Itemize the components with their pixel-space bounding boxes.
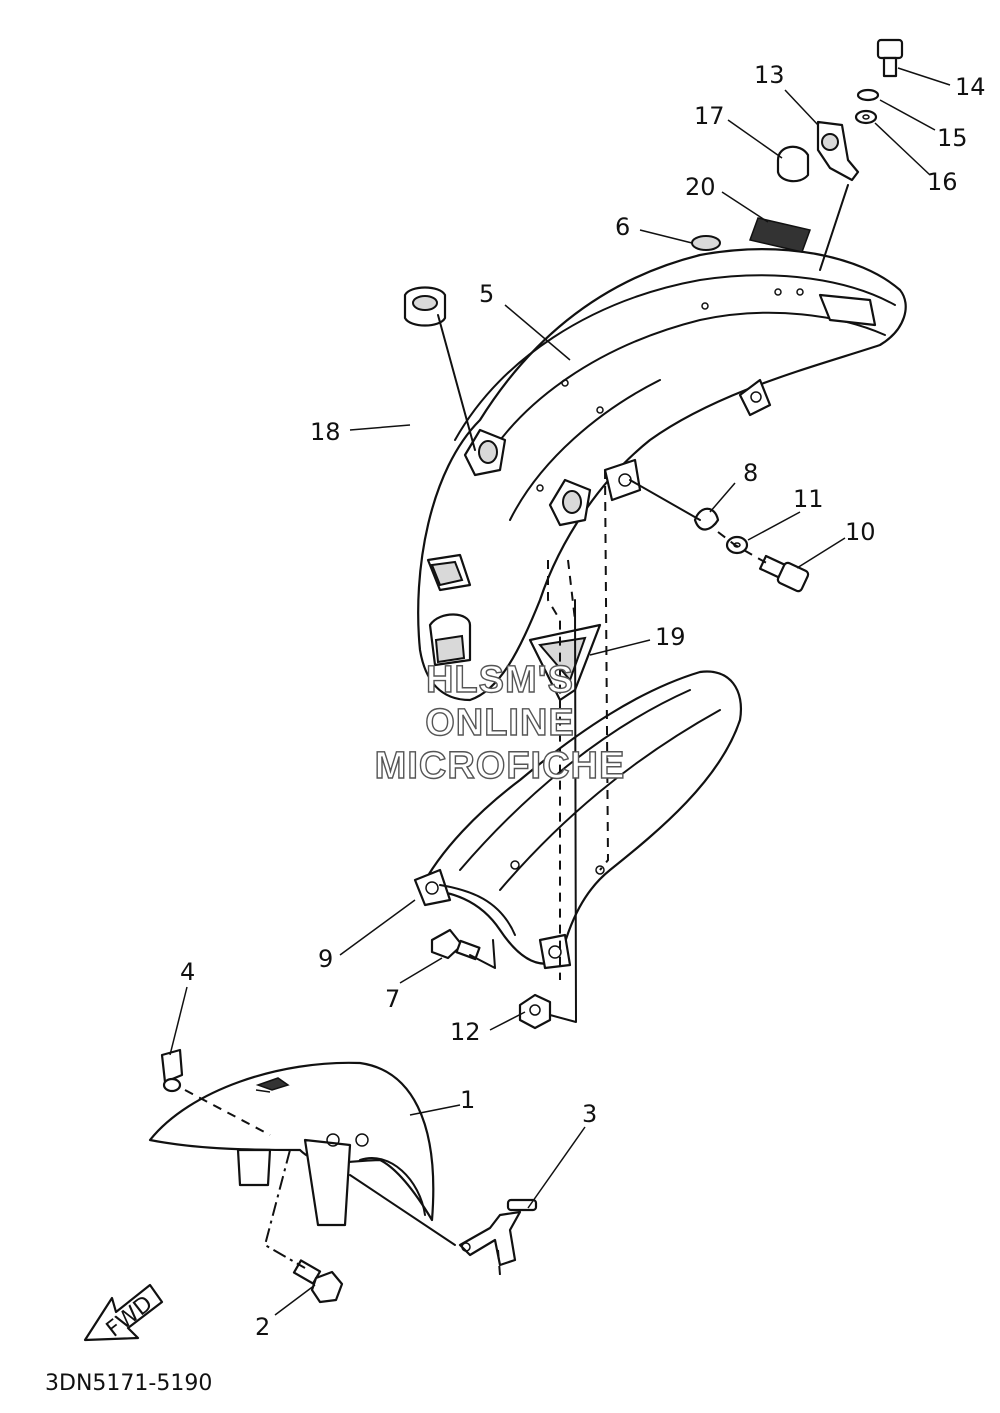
callout-11: 11 xyxy=(793,485,824,513)
washer-16 xyxy=(854,109,878,125)
callout-16: 16 xyxy=(927,168,958,196)
callout-12: 12 xyxy=(450,1018,481,1046)
callout-17: 17 xyxy=(694,102,725,130)
bracket-3 xyxy=(458,1198,538,1267)
callout-4: 4 xyxy=(180,958,195,986)
watermark: HLSM'S ONLINE MICROFICHE xyxy=(374,658,626,787)
grommet-18 xyxy=(403,286,447,327)
emblem-20 xyxy=(749,217,811,253)
rear-fender xyxy=(417,248,907,702)
clamp-4 xyxy=(160,1048,184,1093)
fwd-arrow-icon: FWD xyxy=(83,1283,164,1342)
callout-20: 20 xyxy=(685,173,716,201)
callout-19: 19 xyxy=(655,623,686,651)
pad-6 xyxy=(691,235,721,251)
callout-3: 3 xyxy=(582,1100,597,1128)
watermark-line-1: HLSM'S xyxy=(426,659,574,701)
callout-14: 14 xyxy=(955,73,986,101)
nut-8 xyxy=(693,507,720,531)
inner-fender xyxy=(413,670,743,970)
callout-18: 18 xyxy=(310,418,341,446)
callout-5: 5 xyxy=(479,280,494,308)
callout-15: 15 xyxy=(937,124,968,152)
callout-6: 6 xyxy=(615,213,630,241)
watermark-line-3: MICROFICHE xyxy=(375,745,626,787)
front-fender xyxy=(148,1061,435,1227)
callout-8: 8 xyxy=(743,459,758,487)
callout-13: 13 xyxy=(754,61,785,89)
nut-12 xyxy=(518,993,552,1030)
callout-10: 10 xyxy=(845,518,876,546)
callout-1: 1 xyxy=(460,1086,475,1114)
bolt-10 xyxy=(758,554,810,593)
washer-15 xyxy=(856,88,880,102)
bracket-13 xyxy=(816,120,860,182)
diagram-code: 3DN5171-5190 xyxy=(45,1371,212,1396)
watermark-line-2: ONLINE xyxy=(425,702,575,744)
callout-2: 2 xyxy=(255,1313,270,1341)
callout-labels: 1 2 3 4 5 6 7 8 9 10 11 12 13 14 15 16 1… xyxy=(180,61,986,1341)
cap-17 xyxy=(776,145,810,183)
assembly-lines xyxy=(184,184,849,1276)
callout-9: 9 xyxy=(318,945,333,973)
callout-7: 7 xyxy=(385,985,400,1013)
leader-lines xyxy=(169,67,951,1316)
damper-19 xyxy=(528,623,602,702)
bolt-7 xyxy=(430,928,481,961)
bolt-14 xyxy=(876,38,904,78)
